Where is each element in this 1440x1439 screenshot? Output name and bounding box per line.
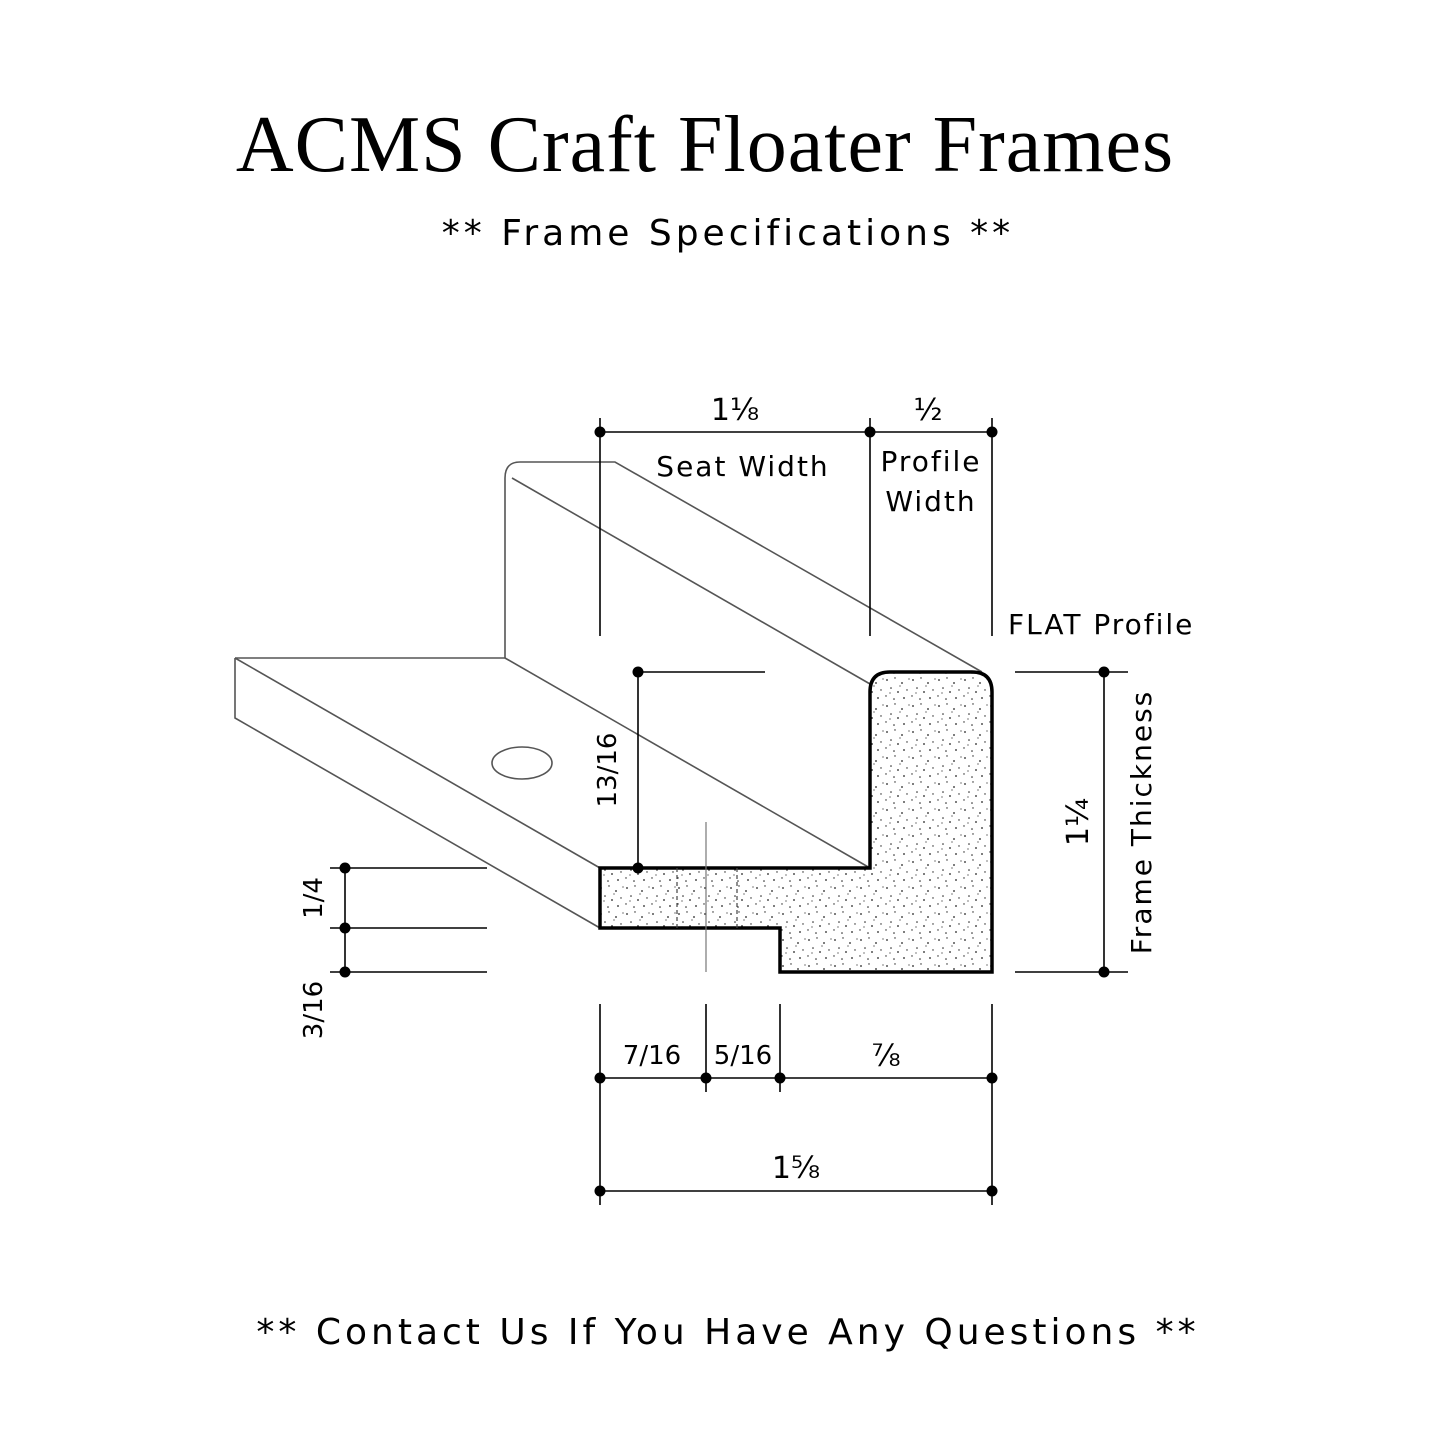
- profile-type-label: FLAT Profile: [1008, 608, 1194, 641]
- frame-thickness-label: Frame Thickness: [1125, 690, 1158, 955]
- segment-c-value: ⅞: [871, 1039, 900, 1074]
- frame-3d-body: [234, 461, 983, 929]
- bottom-upper-value: 1/4: [299, 877, 329, 919]
- profile-width-label-line1: Profile: [880, 445, 981, 478]
- dimension-lines: [330, 418, 1128, 1205]
- lip-height-value: 13/16: [593, 733, 623, 808]
- segment-b-value: 5/16: [714, 1041, 772, 1071]
- profile-width-value: ½: [913, 393, 942, 428]
- profile-width-label-line2: Width: [885, 485, 976, 518]
- page-title: ACMS Craft Floater Frames: [235, 101, 1175, 189]
- dimension-points: [339, 426, 1110, 1197]
- profile-cross-section: [598, 670, 994, 974]
- segment-a-value: 7/16: [623, 1041, 681, 1071]
- seat-width-label: Seat Width: [656, 450, 829, 483]
- seat-width-value: 1⅛: [711, 393, 759, 428]
- bottom-lower-value: 3/16: [299, 981, 329, 1039]
- mounting-hole: [491, 746, 553, 780]
- page-subtitle: ** Frame Specifications **: [441, 213, 1015, 254]
- section-dividers: [676, 868, 738, 928]
- contact-footer: ** Contact Us If You Have Any Questions …: [256, 1312, 1200, 1353]
- frame-thickness-value: 1¼: [1061, 798, 1096, 846]
- overall-width-value: 1⅝: [772, 1151, 820, 1186]
